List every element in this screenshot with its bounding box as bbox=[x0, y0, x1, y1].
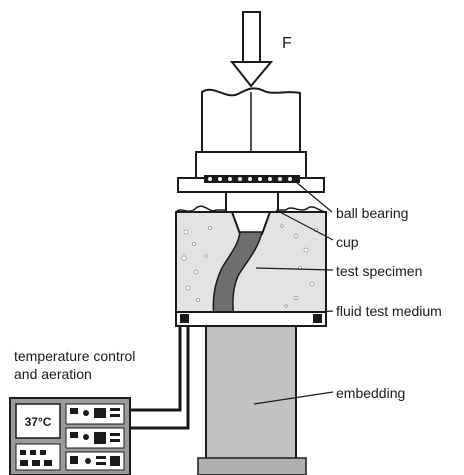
temperature-control-unit: 37°C bbox=[9, 397, 131, 475]
loading-shaft bbox=[195, 87, 307, 179]
ball-bearing-label: ball bearing bbox=[336, 205, 409, 221]
aeration-tubing bbox=[128, 326, 190, 430]
chamber-base bbox=[175, 311, 327, 327]
controller-display: 37°C bbox=[25, 415, 52, 429]
force-arrow bbox=[229, 11, 274, 88]
fluid-test-medium-label: fluid test medium bbox=[336, 303, 442, 319]
embedding-label: embedding bbox=[336, 385, 406, 401]
test-specimen-label: test specimen bbox=[336, 263, 423, 279]
aeration-label: and aeration bbox=[14, 366, 92, 382]
ball-bearing bbox=[177, 175, 325, 193]
temperature-control-label: temperature control bbox=[14, 348, 136, 364]
embedding-pedestal bbox=[197, 325, 307, 475]
force-label: F bbox=[282, 35, 292, 52]
cup-label: cup bbox=[336, 234, 359, 250]
cup bbox=[225, 191, 279, 235]
leader-lines bbox=[253, 181, 334, 405]
